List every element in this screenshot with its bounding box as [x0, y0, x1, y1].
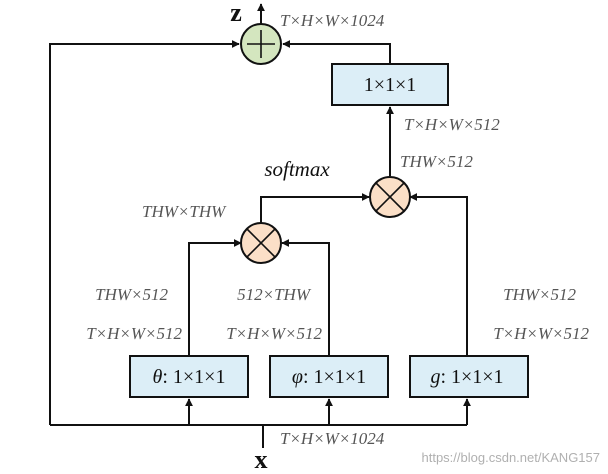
- dim-input: T×H×W×1024: [280, 429, 385, 448]
- g-symbol: g: [430, 366, 440, 388]
- dim-out-conv-input: T×H×W×512: [404, 115, 500, 134]
- out-conv-to-add: [282, 40, 391, 64]
- phi-box: φ: 1×1×1: [269, 355, 389, 398]
- svg-text:g: 1×1×1: g: 1×1×1: [430, 366, 503, 388]
- residual-add-op: [240, 23, 282, 65]
- watermark: https://blog.csdn.net/KANG157: [422, 450, 601, 465]
- residual-connection: [49, 40, 240, 425]
- phi-symbol: φ: [292, 366, 303, 388]
- dim-weighted: THW×512: [400, 152, 473, 171]
- theta-to-mul: [188, 239, 242, 356]
- dim-output: T×H×W×1024: [280, 11, 385, 30]
- dim-g-reshape: THW×512: [503, 285, 576, 304]
- dim-g-input: T×H×W×512: [493, 324, 589, 343]
- input-label-x: x: [255, 445, 268, 474]
- output-conv-label: 1×1×1: [364, 74, 417, 96]
- theta-symbol: θ: [153, 366, 163, 388]
- phi-to-mul: [281, 239, 330, 356]
- softmax-label: softmax: [264, 157, 330, 181]
- dim-phi-reshape: 512×THW: [237, 285, 312, 304]
- dim-phi-input: T×H×W×512: [226, 324, 322, 343]
- dim-attention: THW×THW: [142, 202, 227, 221]
- svg-text:φ: 1×1×1: φ: 1×1×1: [292, 366, 366, 388]
- g-box: g: 1×1×1: [409, 355, 529, 398]
- g-to-mul: [409, 193, 468, 356]
- theta-box: θ: 1×1×1: [129, 355, 249, 398]
- dim-theta-reshape: THW×512: [95, 285, 168, 304]
- attention-multiply-op: [240, 222, 282, 264]
- weighted-sum-multiply-op: [369, 176, 411, 218]
- output-label-z: z: [230, 0, 242, 27]
- theta-conv-label: : 1×1×1: [162, 366, 225, 388]
- attention-to-mul: [260, 193, 370, 223]
- phi-conv-label: : 1×1×1: [303, 366, 366, 388]
- dim-theta-input: T×H×W×512: [86, 324, 182, 343]
- connections: [49, 3, 471, 448]
- svg-text:θ: 1×1×1: θ: 1×1×1: [153, 366, 226, 388]
- output-conv-box: 1×1×1: [331, 63, 449, 106]
- g-conv-label: : 1×1×1: [440, 366, 503, 388]
